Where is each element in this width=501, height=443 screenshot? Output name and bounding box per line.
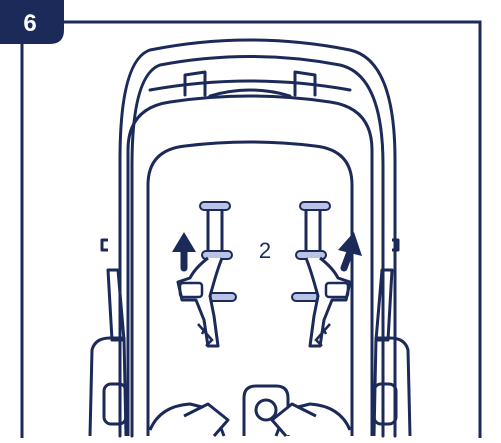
arrow-up-left-icon xyxy=(172,232,196,268)
right-upper-slot xyxy=(300,202,330,210)
left-strap-assembly xyxy=(178,202,236,346)
seat-back xyxy=(128,96,372,436)
arrow-up-right-icon xyxy=(338,232,362,268)
right-strap-assembly xyxy=(292,202,350,346)
left-upper-slot xyxy=(200,202,230,210)
callout-number: 2 xyxy=(250,236,280,266)
buckle-assembly xyxy=(150,386,350,436)
step-number: 6 xyxy=(0,4,60,44)
